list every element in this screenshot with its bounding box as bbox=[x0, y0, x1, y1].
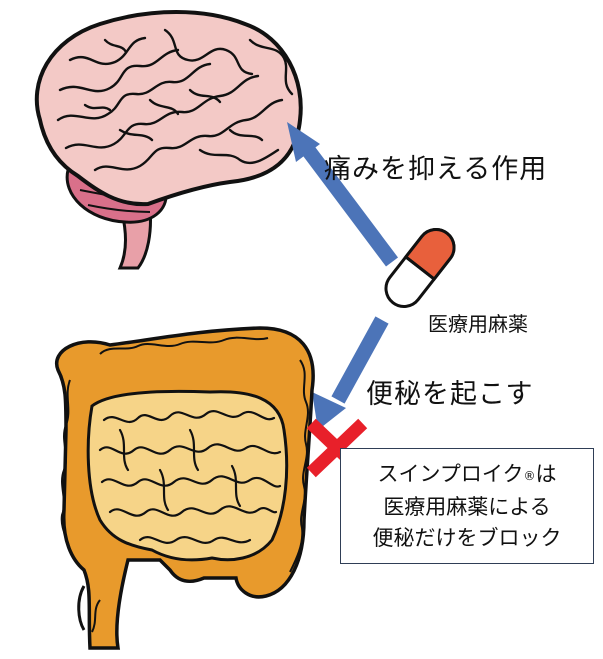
constipation-label: 便秘を起こす bbox=[366, 372, 533, 411]
medical-narcotic-label: 医療用麻薬 bbox=[428, 308, 528, 337]
note-line-2: 医療用麻薬による bbox=[383, 492, 550, 523]
brain-icon bbox=[37, 12, 301, 268]
pain-relief-label: 痛みを抑える作用 bbox=[324, 147, 547, 186]
arrow-to-brain bbox=[287, 122, 392, 262]
intestine-icon bbox=[57, 328, 313, 648]
note-line-1: スインプロイク®は bbox=[378, 459, 557, 492]
registered-mark: ® bbox=[523, 469, 535, 483]
note-line-3: 便秘だけをブロック bbox=[373, 523, 562, 554]
capsule-icon bbox=[379, 222, 462, 314]
note-brand: スインプロイク bbox=[378, 462, 524, 486]
note-box: スインプロイク®は 医療用麻薬による 便秘だけをブロック bbox=[340, 448, 594, 564]
note-particle: は bbox=[535, 462, 556, 486]
